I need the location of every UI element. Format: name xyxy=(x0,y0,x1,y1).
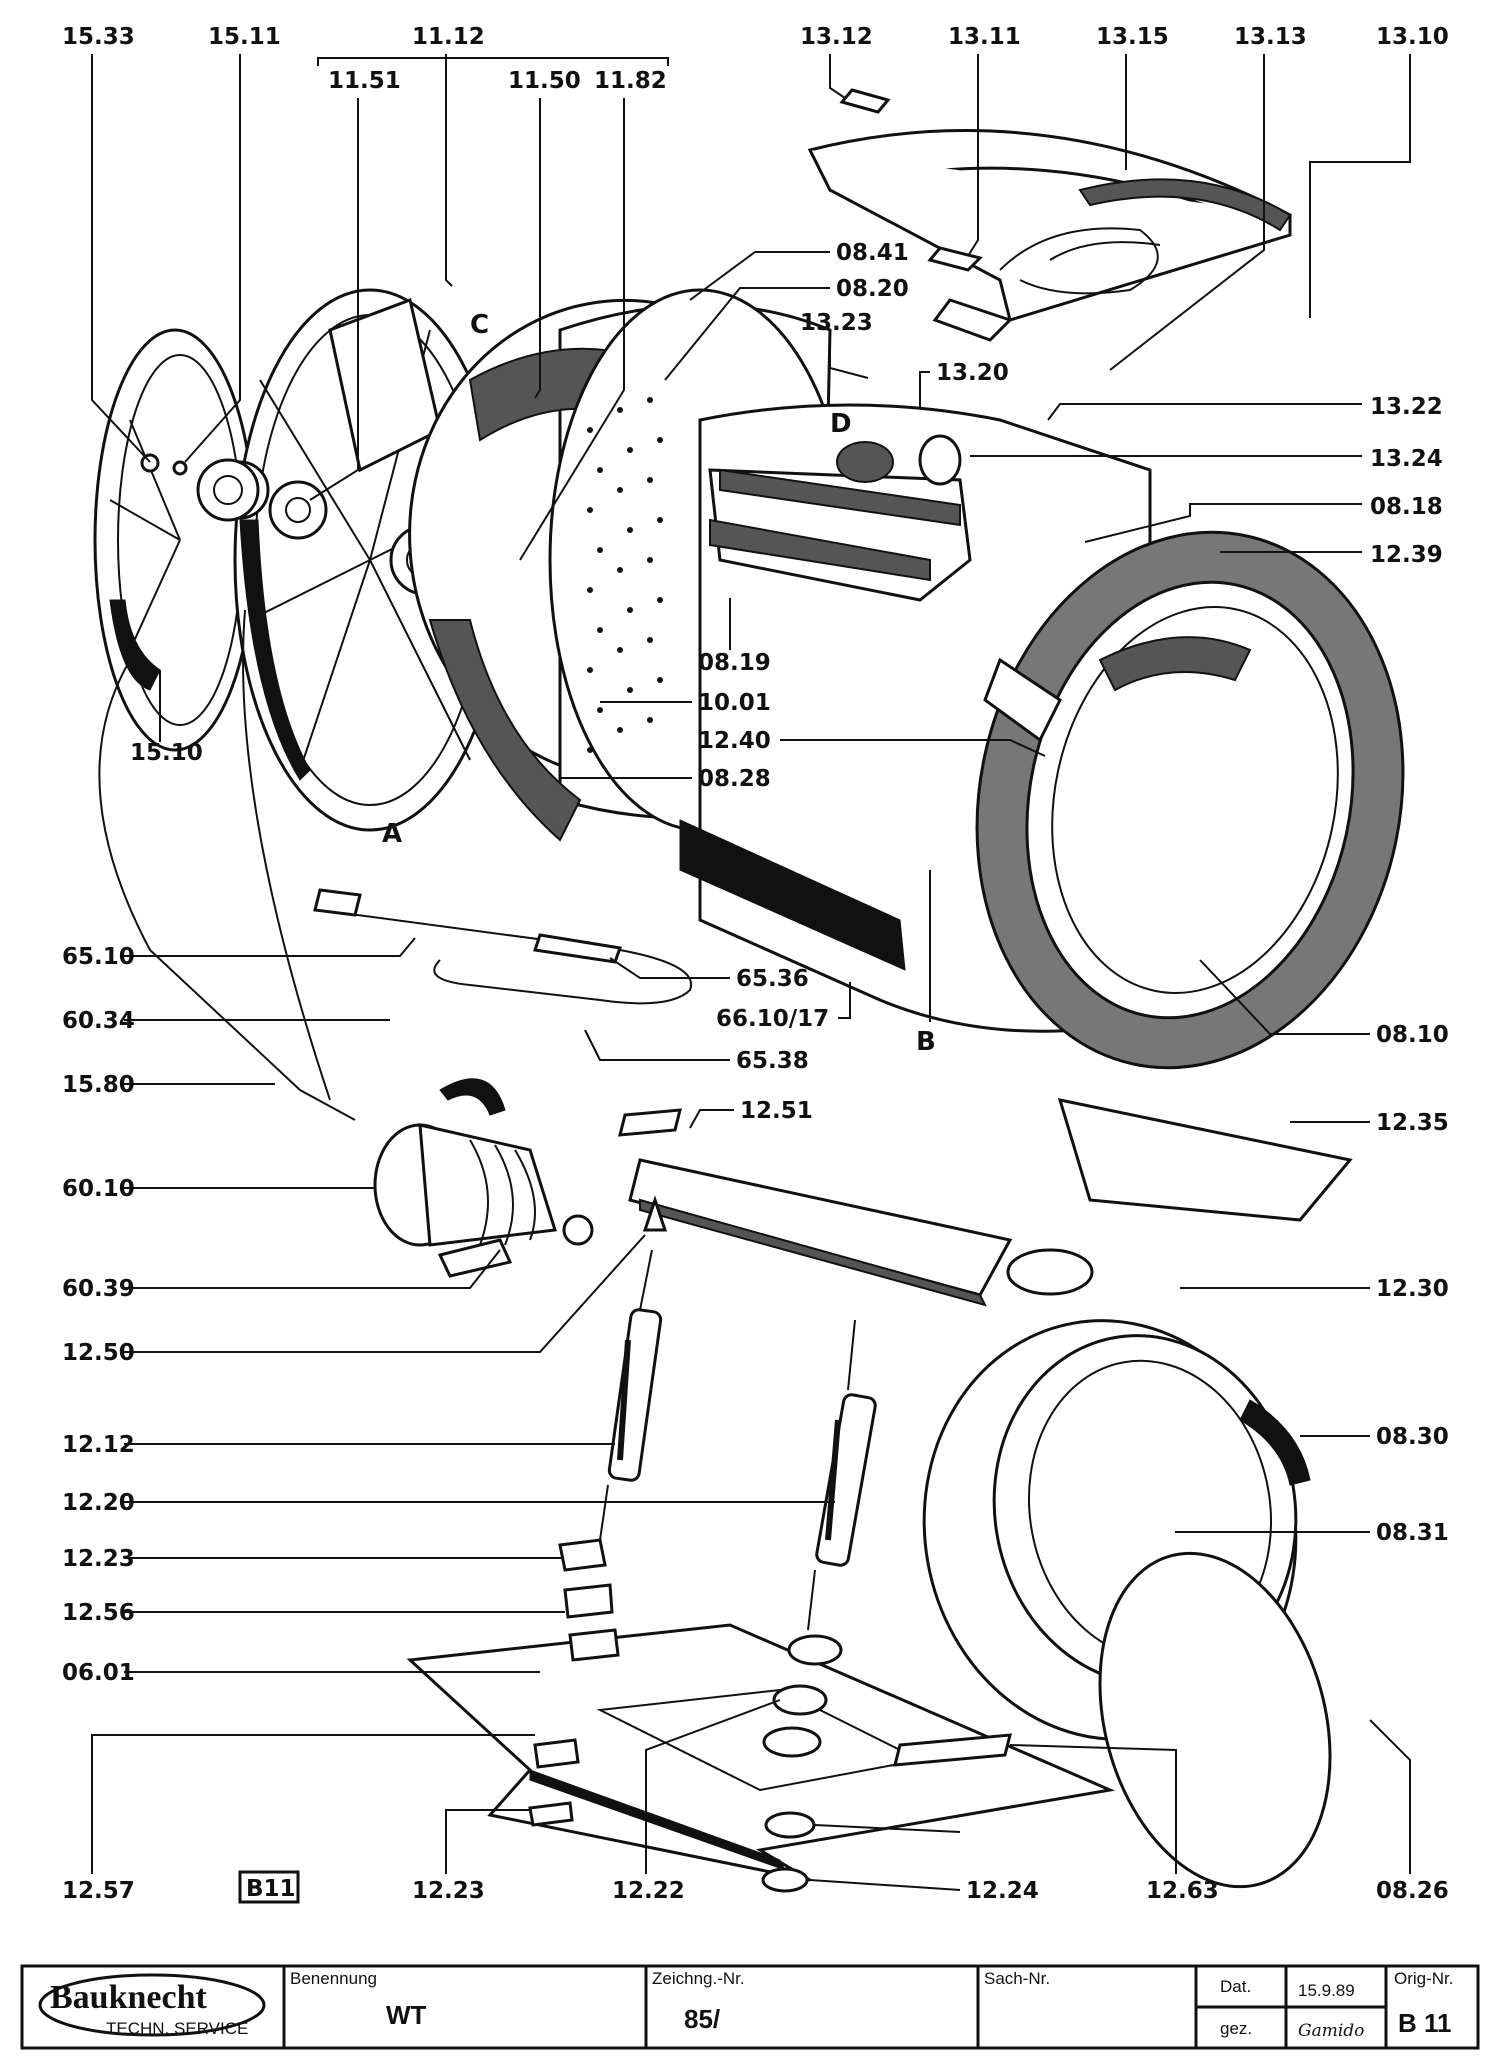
zeichng-value: 85/ xyxy=(684,2004,720,2034)
label-12-23-bottom: 12.23 xyxy=(412,1878,485,1904)
label-12-23-top: 12.23 xyxy=(62,1546,135,1572)
benennung-value: WT xyxy=(386,2000,427,2030)
label-12-50: 12.50 xyxy=(62,1340,135,1366)
brand-logo: Bauknecht TECHN. SERVICE xyxy=(38,1973,266,2038)
label-13-23: 13.23 xyxy=(800,310,873,336)
label-13-22: 13.22 xyxy=(1370,394,1443,420)
zeichng-label: Zeichng.-Nr. xyxy=(652,1969,745,1988)
label-08-26: 08.26 xyxy=(1376,1878,1449,1904)
label-08-28: 08.28 xyxy=(698,766,771,792)
label-13-13: 13.13 xyxy=(1234,24,1307,50)
label-65-36: 65.36 xyxy=(736,966,809,992)
label-65-38: 65.38 xyxy=(736,1048,809,1074)
dat-label: Dat. xyxy=(1220,1977,1251,1996)
orig-value: B 11 xyxy=(1398,2008,1452,2038)
label-12-22: 12.22 xyxy=(612,1878,685,1904)
label-12-20: 12.20 xyxy=(62,1490,135,1516)
label-08-31: 08.31 xyxy=(1376,1520,1449,1546)
label-12-51: 12.51 xyxy=(740,1098,813,1124)
label-08-30: 08.30 xyxy=(1376,1424,1449,1450)
tub-mounting-plate xyxy=(618,1098,1353,1307)
sheet-badge: B11 xyxy=(238,1870,300,1904)
label-11-82: 11.82 xyxy=(594,68,667,94)
front-door-seal-ring xyxy=(975,530,1405,1070)
label-13-10: 13.10 xyxy=(1376,24,1449,50)
brand-sub: TECHN. SERVICE xyxy=(106,2019,248,2038)
label-11-12: 11.12 xyxy=(412,24,485,50)
door-assembly xyxy=(922,1319,1332,1889)
label-08-18: 08.18 xyxy=(1370,494,1443,520)
label-13-24: 13.24 xyxy=(1370,446,1443,472)
label-10-01: 10.01 xyxy=(698,690,771,716)
top-heater-cover xyxy=(807,88,1293,342)
label-15-80: 15.80 xyxy=(62,1072,135,1098)
title-block: Bauknecht TECHN. SERVICE Benennung WT Ze… xyxy=(20,1964,1480,2050)
label-12-35: 12.35 xyxy=(1376,1110,1449,1136)
detail-letter-b: B xyxy=(916,1027,936,1057)
detail-letter-c: C xyxy=(470,310,489,340)
motor xyxy=(373,1078,594,1278)
label-60-10: 60.10 xyxy=(62,1176,135,1202)
label-11-51: 11.51 xyxy=(328,68,401,94)
label-15-33: 15.33 xyxy=(62,24,135,50)
label-08-19: 08.19 xyxy=(698,650,771,676)
brand-name: Bauknecht xyxy=(50,1979,207,2016)
label-12-12: 12.12 xyxy=(62,1432,135,1458)
label-12-30: 12.30 xyxy=(1376,1276,1449,1302)
label-13-11: 13.11 xyxy=(948,24,1021,50)
label-13-12: 13.12 xyxy=(800,24,873,50)
label-08-20: 08.20 xyxy=(836,276,909,302)
label-60-34: 60.34 xyxy=(62,1008,135,1034)
label-15-10: 15.10 xyxy=(130,740,203,766)
callout-labels: 15.33 15.11 11.12 11.51 11.50 11.82 13.1… xyxy=(62,24,1449,1904)
label-08-10: 08.10 xyxy=(1376,1022,1449,1048)
label-60-39: 60.39 xyxy=(62,1276,135,1302)
label-12-56: 12.56 xyxy=(62,1600,135,1626)
gez-value: Gamido xyxy=(1298,2021,1364,2041)
dat-value: 15.9.89 xyxy=(1298,1981,1355,2000)
label-06-01: 06.01 xyxy=(62,1660,135,1686)
label-12-63: 12.63 xyxy=(1146,1878,1219,1904)
detail-letter-a: A xyxy=(382,819,402,849)
label-15-11: 15.11 xyxy=(208,24,281,50)
label-12-39: 12.39 xyxy=(1370,542,1443,568)
label-12-57: 12.57 xyxy=(62,1878,135,1904)
benennung-label: Benennung xyxy=(290,1969,377,1988)
label-12-24: 12.24 xyxy=(966,1878,1039,1904)
label-08-41: 08.41 xyxy=(836,240,909,266)
feet-buffers xyxy=(528,1538,843,1893)
detail-letter-d: D xyxy=(830,409,852,439)
label-13-20: 13.20 xyxy=(936,360,1009,386)
label-66-10-17: 66.10/17 xyxy=(716,1006,829,1032)
orig-label: Orig-Nr. xyxy=(1394,1969,1454,1988)
label-65-10: 65.10 xyxy=(62,944,135,970)
svg-text:B11: B11 xyxy=(246,1876,296,1902)
label-12-40: 12.40 xyxy=(698,728,771,754)
label-11-50: 11.50 xyxy=(508,68,581,94)
rear-pulley-wheel xyxy=(93,328,257,752)
shock-absorbers xyxy=(599,1249,877,1631)
gez-label: gez. xyxy=(1220,2019,1252,2038)
sach-label: Sach-Nr. xyxy=(984,1969,1050,1988)
heater-element xyxy=(313,888,693,1005)
label-13-15: 13.15 xyxy=(1096,24,1169,50)
